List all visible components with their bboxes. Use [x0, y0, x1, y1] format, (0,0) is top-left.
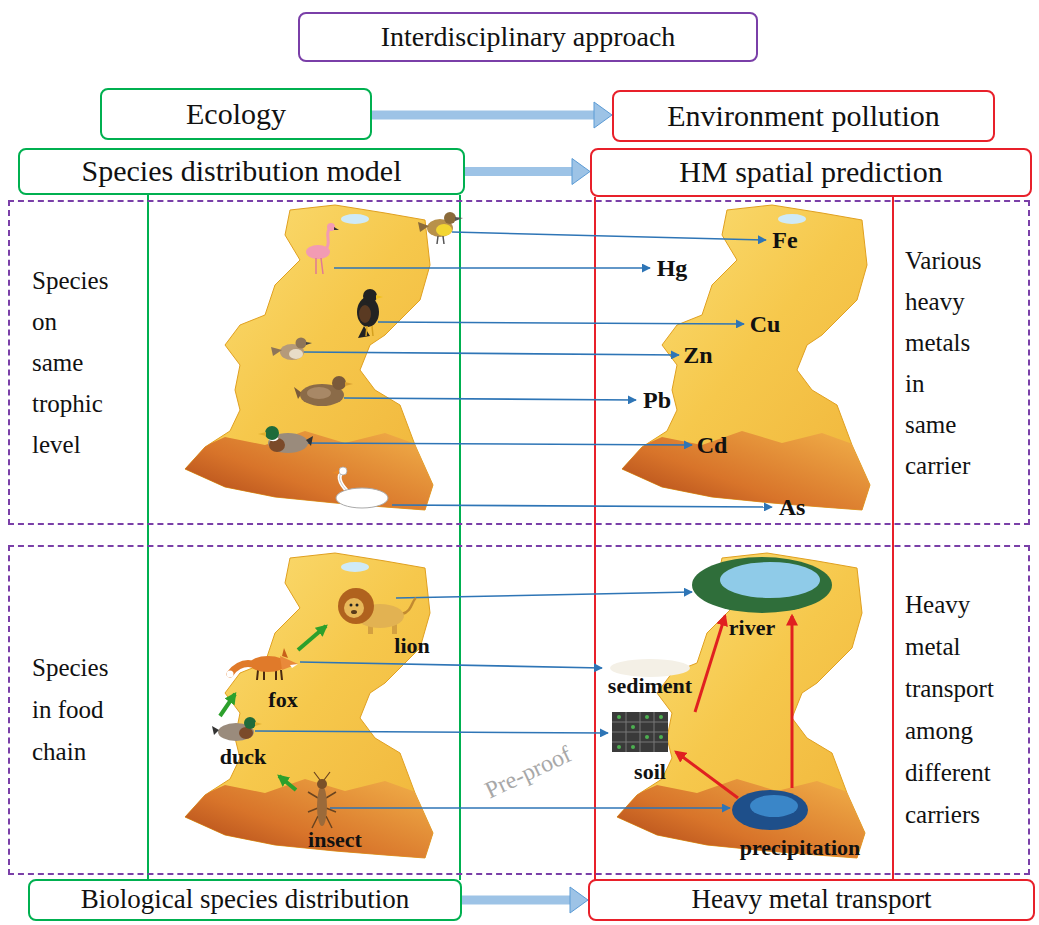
metal-label: Cd	[697, 433, 728, 457]
outcome-box: Biological species distribution	[28, 879, 462, 921]
column-frame	[148, 195, 893, 880]
flow-arrow	[465, 159, 590, 185]
bird-icon	[332, 467, 388, 508]
lion-icon	[338, 588, 416, 634]
box-label: Species distribution model	[82, 154, 402, 189]
bird-icon	[418, 212, 463, 244]
metal-label: As	[779, 495, 806, 519]
bird-icon	[271, 338, 312, 361]
soil-icon	[612, 712, 668, 752]
animal-label: insect	[308, 829, 362, 851]
metal-label: Zn	[683, 343, 712, 367]
section-label: Species on same trophic level	[32, 260, 108, 465]
box-label: Biological species distribution	[81, 884, 409, 915]
animal-label: lion	[394, 635, 429, 657]
arrow-shaft	[372, 111, 594, 120]
box-label: Environment pollution	[667, 99, 939, 134]
metal-label: Cu	[750, 312, 781, 336]
discipline-box: Environment pollution	[612, 90, 995, 142]
carrier-label: sediment	[608, 675, 692, 697]
carrier-label: river	[729, 617, 775, 639]
box-label: Heavy metal transport	[692, 884, 932, 915]
bird-icon	[258, 426, 313, 453]
section-label: Species in food chain	[32, 647, 108, 773]
food-chain-arrow	[220, 626, 326, 790]
method-box: Species distribution model	[18, 148, 465, 195]
region-map	[185, 205, 435, 525]
arrow-head	[572, 159, 590, 185]
outcome-box: Heavy metal transport	[588, 879, 1035, 921]
method-box: HM spatial prediction	[590, 148, 1032, 197]
precipitation-icon	[732, 790, 808, 830]
insect-icon	[308, 772, 336, 828]
discipline-box: Ecology	[100, 88, 372, 140]
watermark: Pre-proof	[481, 742, 574, 803]
carrier-label: soil	[634, 761, 666, 783]
fox-icon	[227, 648, 299, 680]
river-icon	[692, 557, 832, 613]
flow-arrow	[462, 887, 588, 913]
title-box: Interdisciplinary approach	[298, 12, 758, 62]
arrow-head	[594, 102, 612, 128]
region-map	[185, 553, 435, 873]
flow-arrow	[372, 102, 612, 128]
section-label: Heavy metal transport among different ca…	[905, 584, 994, 836]
bird-icon	[306, 223, 339, 274]
metal-label: Hg	[657, 256, 688, 280]
arrow-shaft	[462, 896, 570, 905]
box-label: Interdisciplinary approach	[381, 21, 676, 53]
arrow-head	[570, 887, 588, 913]
metal-label: Fe	[772, 228, 797, 252]
box-label: HM spatial prediction	[679, 155, 942, 190]
region-map	[622, 205, 872, 525]
carrier-label: precipitation	[740, 837, 861, 859]
animal-label: duck	[220, 746, 266, 768]
section-label: Various heavy metals in same carrier	[905, 240, 981, 486]
duck-icon	[212, 717, 262, 741]
metal-label: Pb	[643, 388, 671, 412]
box-label: Ecology	[186, 97, 286, 132]
transport-arrow	[676, 616, 792, 798]
bird-icon	[357, 289, 383, 338]
mapping-arrow	[255, 232, 772, 808]
arrow-shaft	[465, 167, 572, 176]
animal-label: fox	[268, 689, 297, 711]
section-band: Species on same trophic level Various hea…	[8, 200, 1030, 525]
section-band: Species in food chain Heavy metal transpo…	[8, 545, 1030, 875]
bird-icon	[294, 376, 353, 406]
